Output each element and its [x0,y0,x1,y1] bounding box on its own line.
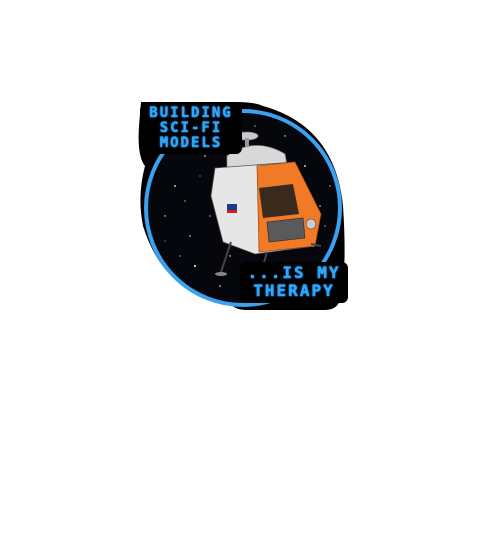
caption-bottom-line-1: ...IS MY [247,263,341,282]
caption-top-line-1: BUILDING [149,105,233,121]
caption-top: BUILDING SCI-FI MODELS [140,104,242,154]
sticker-graphic [138,102,345,310]
sticker-artwork [135,96,347,312]
caption-bottom-line-2: THERAPY [253,281,335,300]
caption-top-line-3: MODELS [159,135,223,151]
lander-module [210,131,322,276]
caption-bottom: ...IS MY THERAPY [240,262,348,303]
caption-top-line-2: SCI-FI [159,120,223,136]
